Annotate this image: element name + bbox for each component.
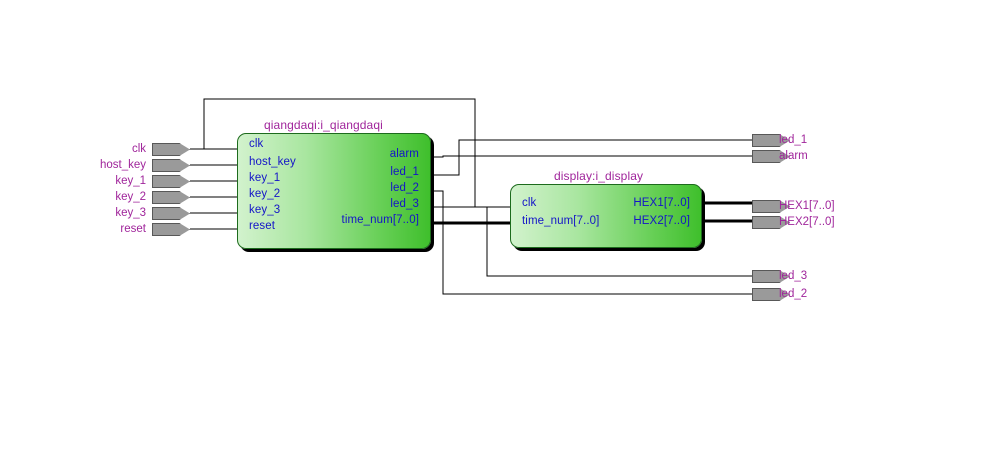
port-out-display-hex2-7-0-: HEX2[7..0] [633, 215, 690, 227]
input-pin-label-key-2: key_2 [115, 191, 146, 203]
input-pin-label-reset: reset [120, 223, 146, 235]
input-pin-host-key[interactable] [152, 159, 192, 175]
output-pin-label-alarm: alarm [779, 150, 808, 162]
pin-arrow-icon [752, 150, 790, 163]
input-pin-label-key-1: key_1 [115, 175, 146, 187]
output-pin-led-2[interactable] [752, 288, 792, 304]
module-title-display: display:i_display [554, 169, 644, 183]
port-in-qiangdaqi-key-3: key_3 [249, 204, 281, 216]
port-out-display-hex1-7-0-: HEX1[7..0] [633, 197, 690, 209]
pin-arrow-icon [152, 175, 190, 188]
output-pin-label-led-2: led_2 [779, 288, 808, 300]
port-out-qiangdaqi-alarm: alarm [389, 148, 419, 160]
output-pin-label-hex2-7-0-: HEX2[7..0] [779, 216, 835, 228]
port-out-qiangdaqi-led-3: led_3 [390, 198, 419, 210]
pin-arrow-icon [152, 143, 190, 156]
port-out-qiangdaqi-led-2: led_2 [390, 182, 419, 194]
wire-led_3-to-pin [431, 206, 752, 277]
input-pin-label-clk: clk [131, 143, 146, 155]
output-pin-led-3[interactable] [752, 270, 792, 286]
port-in-qiangdaqi-reset: reset [249, 220, 276, 232]
input-pin-key-3[interactable] [152, 207, 192, 223]
output-pin-label-led-3: led_3 [779, 270, 808, 282]
port-out-qiangdaqi-led-1: led_1 [390, 166, 419, 178]
input-pin-clk[interactable] [152, 143, 192, 159]
input-pin-key-1[interactable] [152, 175, 192, 191]
pin-arrow-icon [152, 207, 190, 220]
module-block-display[interactable]: clk time_num[7..0] HEX1[7..0] HEX2[7..0] [510, 184, 702, 248]
pin-arrow-icon [752, 288, 790, 301]
output-pin-hex2-7-0-[interactable] [752, 216, 792, 232]
port-out-qiangdaqi-time-num-7-0-: time_num[7..0] [341, 214, 419, 226]
output-pin-label-hex1-7-0-: HEX1[7..0] [779, 200, 835, 212]
output-pin-alarm[interactable] [752, 150, 792, 166]
wire-led_1-to-pin [431, 139, 752, 176]
output-pin-led-1[interactable] [752, 134, 792, 150]
wire-led_2-to-pin [431, 190, 752, 295]
port-in-display-time-num-7-0-: time_num[7..0] [522, 215, 600, 227]
pin-arrow-icon [752, 270, 790, 283]
output-pin-hex1-7-0-[interactable] [752, 200, 792, 216]
output-pin-label-led-1: led_1 [779, 134, 808, 146]
module-title-qiangdaqi: qiangdaqi:i_qiangdaqi [264, 118, 383, 132]
pin-arrow-icon [752, 200, 790, 213]
input-pin-key-2[interactable] [152, 191, 192, 207]
pin-arrow-icon [752, 216, 790, 229]
pin-arrow-icon [152, 223, 190, 236]
input-pin-reset[interactable] [152, 223, 192, 239]
port-in-qiangdaqi-host-key: host_key [249, 156, 296, 168]
pin-arrow-icon [752, 134, 790, 147]
pin-arrow-icon [152, 159, 190, 172]
port-in-qiangdaqi-key-2: key_2 [249, 188, 281, 200]
input-pin-label-host-key: host_key [99, 159, 146, 171]
port-in-qiangdaqi-clk: clk [249, 138, 264, 150]
wire-alarm-to-pin [431, 155, 752, 158]
pin-arrow-icon [152, 191, 190, 204]
port-in-qiangdaqi-key-1: key_1 [249, 172, 281, 184]
input-pin-label-key-3: key_3 [115, 207, 146, 219]
port-in-display-clk: clk [522, 197, 537, 209]
